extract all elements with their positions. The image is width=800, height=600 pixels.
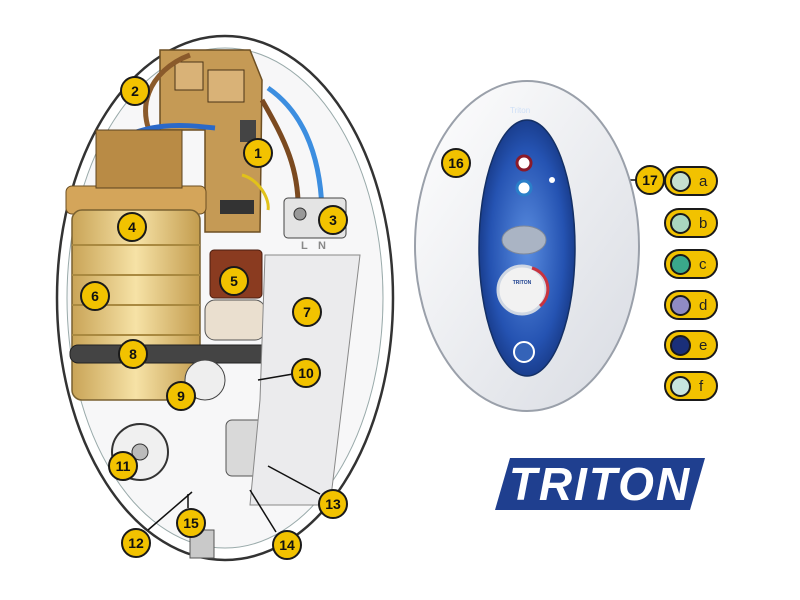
terminal-screw	[293, 207, 307, 221]
legend-item-a: a	[664, 166, 718, 196]
legend-letter: f	[699, 378, 704, 395]
legend-item-b: b	[664, 208, 718, 238]
display-window	[501, 225, 547, 255]
logo-text: TRITON	[508, 458, 692, 510]
legend-item-c: c	[664, 249, 718, 279]
callout-10: 10	[291, 358, 321, 388]
control-brand-mark: Triton	[510, 106, 531, 115]
terminal-label-neutral: N	[318, 240, 326, 252]
callout-11: 11	[108, 451, 138, 481]
temperature-arc	[531, 266, 550, 308]
legend-swatch	[670, 171, 691, 192]
outlet-pipe	[69, 344, 271, 364]
callout-12: 12	[121, 528, 151, 558]
chip-component	[220, 200, 254, 214]
legend-item-e: e	[664, 330, 718, 360]
leader-line-13	[267, 465, 321, 495]
callout-15: 15	[176, 508, 206, 538]
power-button	[513, 341, 535, 363]
callout-17: 17	[635, 165, 665, 195]
callout-1: 1	[243, 138, 273, 168]
callout-16: 16	[441, 148, 471, 178]
callout-5: 5	[219, 266, 249, 296]
legend-swatch	[670, 376, 691, 397]
legend-item-f: f	[664, 371, 718, 401]
callout-7: 7	[292, 297, 322, 327]
legend-item-d: d	[664, 290, 718, 320]
heater-element-top	[95, 129, 183, 189]
power-indicator-light	[515, 154, 533, 172]
inlet-wheel-hub	[131, 443, 149, 461]
callout-9: 9	[166, 381, 196, 411]
legend-swatch	[670, 335, 691, 356]
legend-letter: d	[699, 297, 708, 314]
relay-component	[207, 69, 245, 103]
eco-indicator-light	[515, 179, 533, 197]
callout-6: 6	[80, 281, 110, 311]
shower-unit	[55, 34, 395, 562]
callout-14: 14	[272, 530, 302, 560]
callout-2: 2	[120, 76, 150, 106]
leader-line-14	[249, 489, 277, 533]
legend-letter: b	[699, 215, 708, 232]
dial-brand-label: TRITON	[512, 280, 532, 286]
terminal-label-line: L	[301, 240, 308, 252]
legend-swatch	[670, 295, 691, 316]
legend-letter: c	[699, 256, 707, 273]
callout-4: 4	[117, 212, 147, 242]
control-unit	[414, 80, 640, 412]
leader-line-10	[257, 373, 294, 381]
relay-component	[174, 61, 204, 91]
valve-body	[204, 299, 266, 341]
legend-swatch	[670, 254, 691, 275]
leader-line-12	[147, 491, 193, 531]
blue-cable	[266, 85, 325, 211]
legend-swatch	[670, 213, 691, 234]
logo-badge	[495, 458, 705, 510]
temperature-dial	[496, 264, 548, 316]
legend-letter: a	[699, 173, 708, 190]
triton-logo	[495, 458, 705, 510]
callout-3: 3	[318, 205, 348, 235]
legend-letter: e	[699, 337, 708, 354]
chip-component	[240, 120, 256, 142]
callout-8: 8	[118, 339, 148, 369]
callout-13: 13	[318, 489, 348, 519]
yellow-cable	[241, 173, 270, 211]
status-led	[549, 177, 555, 183]
